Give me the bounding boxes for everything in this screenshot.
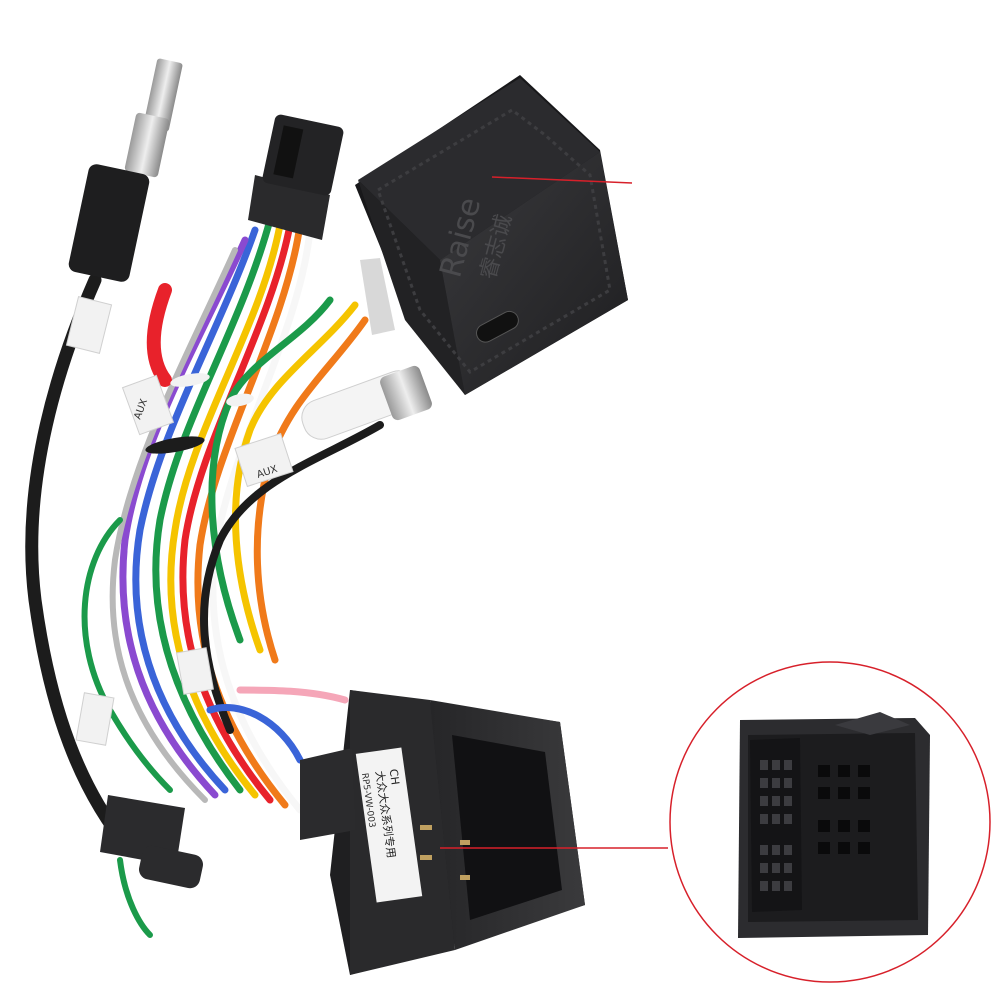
antenna-plug-boot (68, 164, 150, 282)
antenna-adapter-plug (139, 845, 203, 889)
top-plug (248, 114, 344, 240)
module-wire-plug (360, 258, 395, 335)
antenna-plug-metal (124, 112, 170, 178)
module-port (476, 310, 519, 343)
antenna-cable (25, 58, 203, 938)
connector-label (355, 747, 423, 903)
cable-label-tag-5 (176, 647, 214, 695)
car-connector: CH 大众大众系列专用 RP5-VW-003 (300, 690, 585, 975)
cable-label-tag-1 (65, 296, 113, 354)
connector-zoom-detail (669, 661, 991, 983)
zoom-circle-outline (669, 661, 991, 983)
connector-pin-grid-left (760, 760, 792, 891)
connector-tag-text: CH (387, 768, 402, 786)
connector-pin-grid-right (818, 765, 870, 854)
callout-line-module (491, 176, 633, 184)
cable-label-tag-2 (121, 374, 175, 436)
rca-aux-connector (301, 365, 432, 440)
cable-label-tag-3 (234, 432, 294, 488)
connector-secondary-plug (300, 748, 356, 840)
decoder-module: Raise 睿志诚 (301, 75, 628, 440)
cable-label-tag-4 (75, 692, 115, 746)
wire-bundle (75, 216, 384, 814)
antenna-plug-tip (143, 58, 183, 132)
